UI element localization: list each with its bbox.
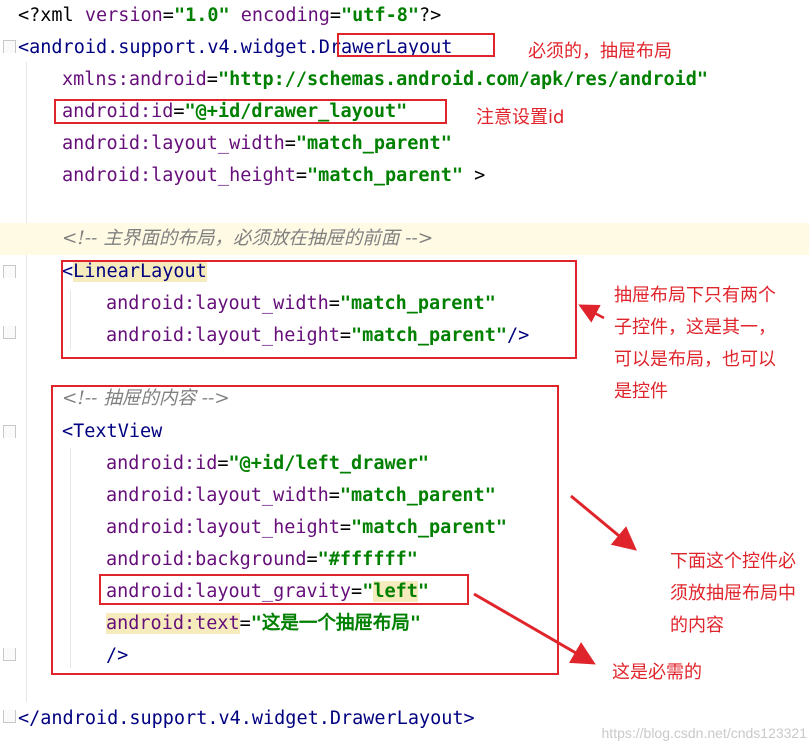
- note-line: 子控件，这是其一，: [614, 317, 776, 338]
- code-line-tv-id[interactable]: android:id="@+id/left_drawer": [106, 453, 430, 474]
- note-required: 这是必需的: [612, 662, 702, 683]
- arrow-to-required-note: [473, 592, 596, 665]
- fold-marker-textview[interactable]: [3, 425, 16, 438]
- note-line: 抽屉布局下只有两个: [614, 285, 776, 306]
- indent-guide: [70, 448, 71, 668]
- code-line-textview-open[interactable]: <TextView: [62, 421, 163, 442]
- watermark: https://blog.csdn.net/cnds123321: [601, 725, 807, 741]
- indent-guide: [26, 62, 27, 702]
- code-line-tv-close[interactable]: />: [106, 645, 129, 666]
- note-must-in-drawer: 下面这个控件必 须放抽屉布局中 的内容: [670, 546, 796, 642]
- code-line-linear-open[interactable]: <LinearLayout: [62, 261, 207, 282]
- highlight-box-drawer-content: [51, 385, 559, 675]
- note-line: 是控件: [614, 381, 668, 402]
- fold-end-drawerlayout[interactable]: [3, 710, 16, 723]
- code-line-linear-height[interactable]: android:layout_height="match_parent"/>: [106, 325, 530, 346]
- code-line-drawer-width[interactable]: android:layout_width="match_parent": [62, 133, 452, 154]
- note-line: 下面这个控件必: [670, 551, 796, 572]
- code-line-tv-text[interactable]: android:text="这是一个抽屉布局": [106, 613, 422, 634]
- arrow-to-drawer-note: [570, 494, 637, 551]
- fold-marker-drawerlayout[interactable]: [3, 40, 16, 53]
- note-line: 可以是布局，也可以: [614, 349, 776, 370]
- code-line-comment-main[interactable]: <!-- 主界面的布局，必须放在抽屉的前面 -->: [62, 228, 434, 249]
- current-line-highlight: [0, 223, 809, 255]
- code-line-comment-drawer[interactable]: <!-- 抽屉的内容 -->: [62, 388, 230, 409]
- note-line: 的内容: [670, 615, 724, 636]
- code-line-tv-gravity[interactable]: android:layout_gravity="left": [106, 581, 430, 602]
- code-line-xmlns[interactable]: xmlns:android="http://schemas.android.co…: [62, 69, 709, 90]
- highlight-box-drawerlayout: [337, 33, 495, 57]
- code-line-drawer-open[interactable]: <android.support.v4.widget.DrawerLayout: [18, 37, 453, 58]
- code-line-tv-width[interactable]: android:layout_width="match_parent": [106, 485, 496, 506]
- arrow-to-linearlayout: [578, 304, 605, 323]
- code-line-linear-width[interactable]: android:layout_width="match_parent": [106, 293, 496, 314]
- highlight-box-gravity: [99, 574, 469, 605]
- highlight-box-linearlayout: [61, 260, 577, 359]
- code-line-tv-height[interactable]: android:layout_height="match_parent": [106, 517, 507, 538]
- code-line-xml-declaration[interactable]: <?xml version="1.0" encoding="utf-8"?>: [18, 5, 442, 26]
- fold-marker-linearlayout[interactable]: [3, 265, 16, 278]
- note-drawer-required: 必须的，抽屉布局: [528, 41, 672, 62]
- highlight-box-drawer-id: [54, 99, 447, 124]
- fold-end-textview[interactable]: [3, 648, 16, 661]
- note-two-children: 抽屉布局下只有两个 子控件，这是其一， 可以是布局，也可以 是控件: [614, 280, 776, 408]
- code-line-tv-background[interactable]: android:background="#ffffff": [106, 549, 418, 570]
- note-line: 须放抽屉布局中: [670, 583, 796, 604]
- code-line-drawer-height[interactable]: android:layout_height="match_parent" >: [62, 165, 486, 186]
- code-line-drawer-id[interactable]: android:id="@+id/drawer_layout": [62, 101, 408, 122]
- fold-end-linearlayout[interactable]: [3, 326, 16, 339]
- note-set-id: 注意设置id: [476, 107, 565, 128]
- editor-gutter: [0, 0, 18, 747]
- indent-guide: [70, 290, 71, 350]
- code-line-drawer-close[interactable]: </android.support.v4.widget.DrawerLayout…: [18, 708, 475, 729]
